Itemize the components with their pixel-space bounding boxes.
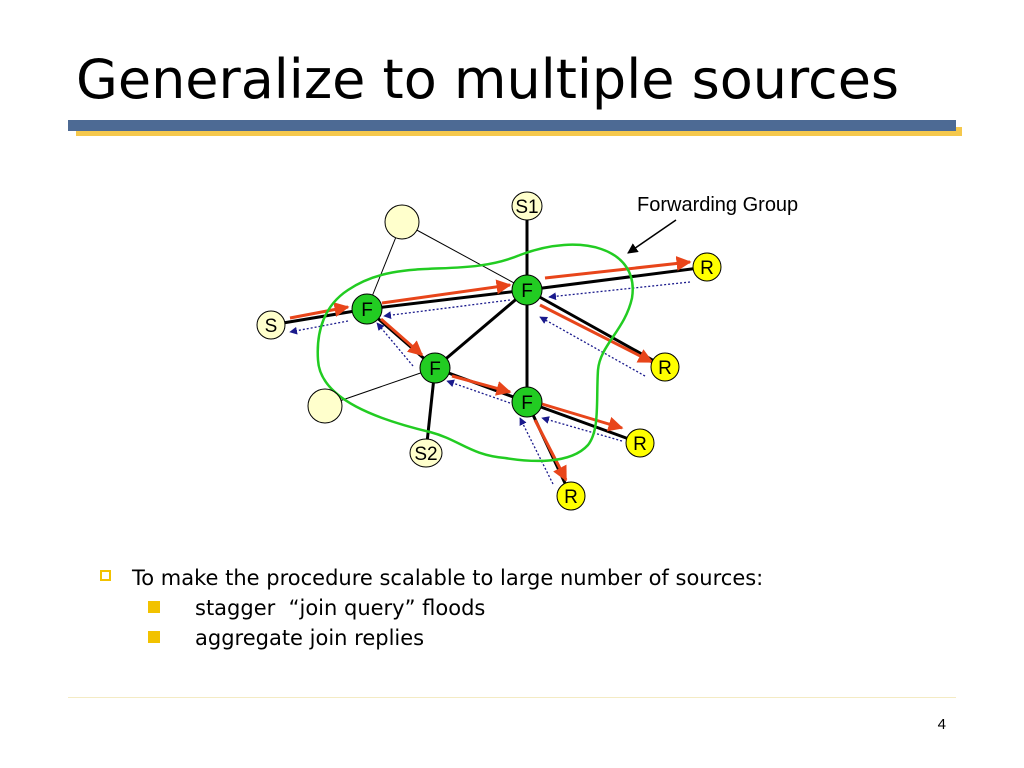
bullet-main: To make the procedure scalable to large … [98, 563, 763, 593]
annotation-arrow [627, 219, 677, 254]
hollow-square-bullet-icon [100, 570, 111, 581]
title-underline-blue [68, 120, 956, 131]
bullet-sub-1-text: stagger “join query” floods [195, 596, 486, 620]
forwarding-group-outline [316, 243, 634, 463]
source-node-s: S [256, 310, 286, 340]
svg-text:R: R [633, 434, 647, 455]
forward-arrows [289, 256, 692, 482]
bullet-sub-2-text: aggregate join replies [195, 626, 425, 650]
svg-text:F: F [521, 393, 533, 414]
forwarder-node-1: F [351, 293, 383, 325]
svg-text:S1: S1 [515, 197, 538, 218]
svg-text:F: F [521, 281, 533, 302]
svg-text:R: R [700, 258, 714, 279]
bullet-list: To make the procedure scalable to large … [98, 563, 763, 653]
receiver-node-4: R [556, 481, 586, 511]
reply-arrows [289, 281, 691, 485]
plain-node-left [307, 388, 343, 424]
svg-text:R: R [658, 358, 672, 379]
receiver-node-1: R [692, 252, 722, 282]
slide-title: Generalize to multiple sources [76, 48, 900, 111]
receiver-node-3: R [625, 428, 655, 458]
svg-text:F: F [429, 359, 441, 380]
footer-divider [68, 697, 956, 698]
plain-node-top [384, 204, 420, 240]
forwarder-node-3: F [419, 352, 451, 384]
page-number: 4 [937, 716, 946, 733]
source-node-s2: S2 [409, 438, 443, 468]
bullet-sub-1: stagger “join query” floods [98, 593, 763, 623]
forwarder-node-2: F [511, 274, 543, 306]
title-underline-gold [76, 127, 962, 136]
filled-square-bullet-icon [148, 631, 160, 643]
bullet-sub-2: aggregate join replies [98, 623, 763, 653]
forwarding-group-label: Forwarding Group [637, 194, 798, 216]
svg-text:S2: S2 [414, 444, 437, 465]
source-node-s1: S1 [511, 191, 543, 221]
bullet-main-text: To make the procedure scalable to large … [132, 566, 764, 590]
svg-text:R: R [564, 487, 578, 508]
svg-text:F: F [361, 300, 373, 321]
filled-square-bullet-icon [148, 601, 160, 613]
svg-text:S: S [265, 316, 278, 337]
receiver-node-2: R [650, 352, 680, 382]
forwarder-node-4: F [511, 386, 543, 418]
